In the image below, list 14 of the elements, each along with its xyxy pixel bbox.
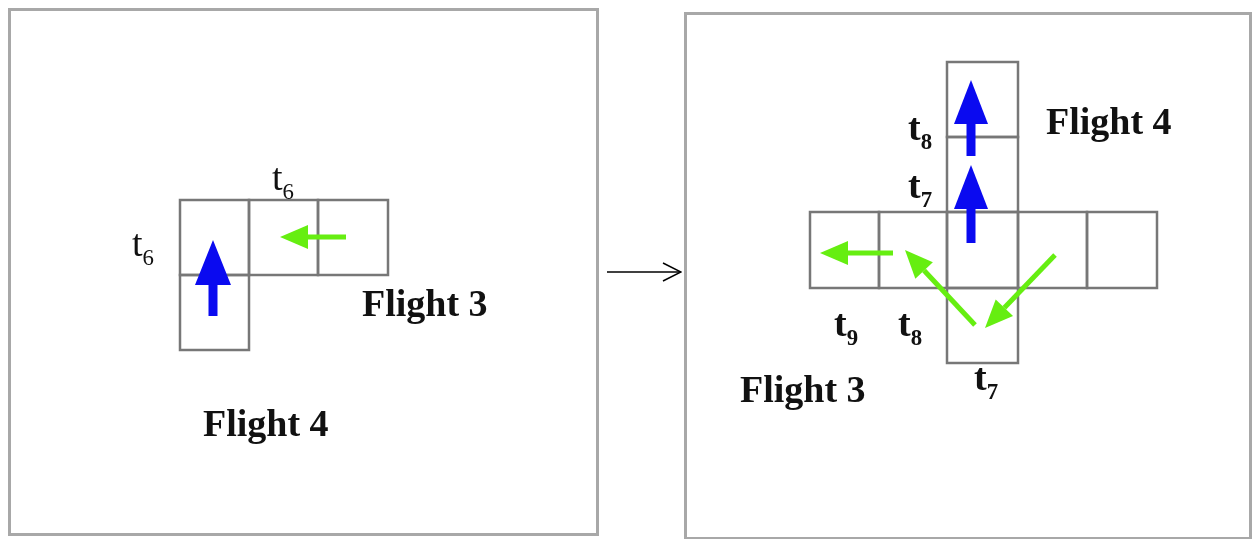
text-label: t$_{7}$	[974, 358, 999, 404]
arrow	[606, 262, 682, 282]
text-label: Flight 3	[740, 370, 866, 408]
text-label: Flight 4	[1046, 102, 1172, 140]
text-label: t$_{8}$	[908, 108, 933, 154]
text-label: Flight 3	[362, 284, 488, 322]
text-label: t$_{7}$	[908, 166, 933, 212]
text-label: t$_{8}$	[898, 304, 923, 350]
text-label: t$_{6}$	[132, 224, 154, 270]
panel-frame	[8, 8, 599, 536]
text-label: Flight 4	[203, 404, 329, 442]
panel-frame	[684, 12, 1252, 539]
text-label: t$_{6}$	[272, 158, 294, 204]
text-label: t$_{9}$	[834, 304, 859, 350]
